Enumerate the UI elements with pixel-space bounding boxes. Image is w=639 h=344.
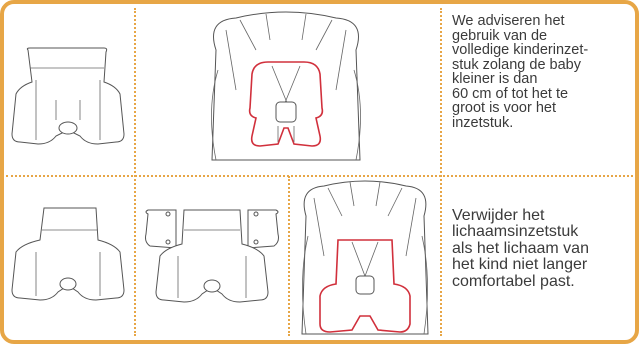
divider-vertical-left — [134, 8, 136, 336]
divider-horizontal — [6, 175, 633, 177]
body-insert-instruction-text: Verwijder het lichaamsinzetstuk als het … — [452, 208, 628, 290]
seat-with-full-insert-icon — [196, 10, 376, 170]
split-insert-pieces-icon — [138, 204, 286, 310]
divider-vertical-right — [440, 8, 442, 336]
divider-vertical-lower — [288, 176, 290, 336]
full-child-insert-icon — [6, 40, 130, 160]
body-insert-icon — [6, 204, 130, 310]
seat-with-body-insert-icon — [292, 180, 438, 338]
full-insert-instruction-text: We adviseren het gebruik van de volledig… — [452, 14, 628, 130]
